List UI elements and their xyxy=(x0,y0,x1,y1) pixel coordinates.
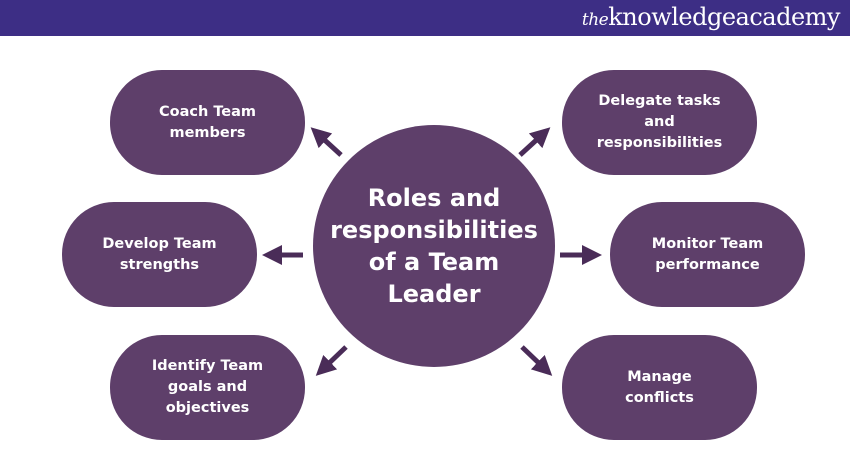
node-delegate-tasks: Delegate tasks and responsibilities xyxy=(562,70,757,175)
node-develop-strengths: Develop Team strengths xyxy=(62,202,257,307)
node-identify-goals: Identify Team goals and objectives xyxy=(110,335,305,440)
center-topic: Roles and responsibilities of a Team Lea… xyxy=(313,125,555,367)
arrow-identify xyxy=(315,345,348,376)
header-bar: theknowledgeacademy xyxy=(0,0,850,36)
brand-logo: theknowledgeacademy xyxy=(581,3,841,31)
node-monitor-performance: Monitor Team performance xyxy=(610,202,805,307)
arrow-delegate xyxy=(518,127,551,157)
node-manage-conflicts: Manage conflicts xyxy=(562,335,757,440)
logo-main: knowledgeacademy xyxy=(608,3,840,31)
arrow-coach xyxy=(310,127,343,157)
node-coach-team: Coach Team members xyxy=(110,70,305,175)
logo-prefix: the xyxy=(581,10,609,30)
arrow-manage xyxy=(520,345,553,376)
